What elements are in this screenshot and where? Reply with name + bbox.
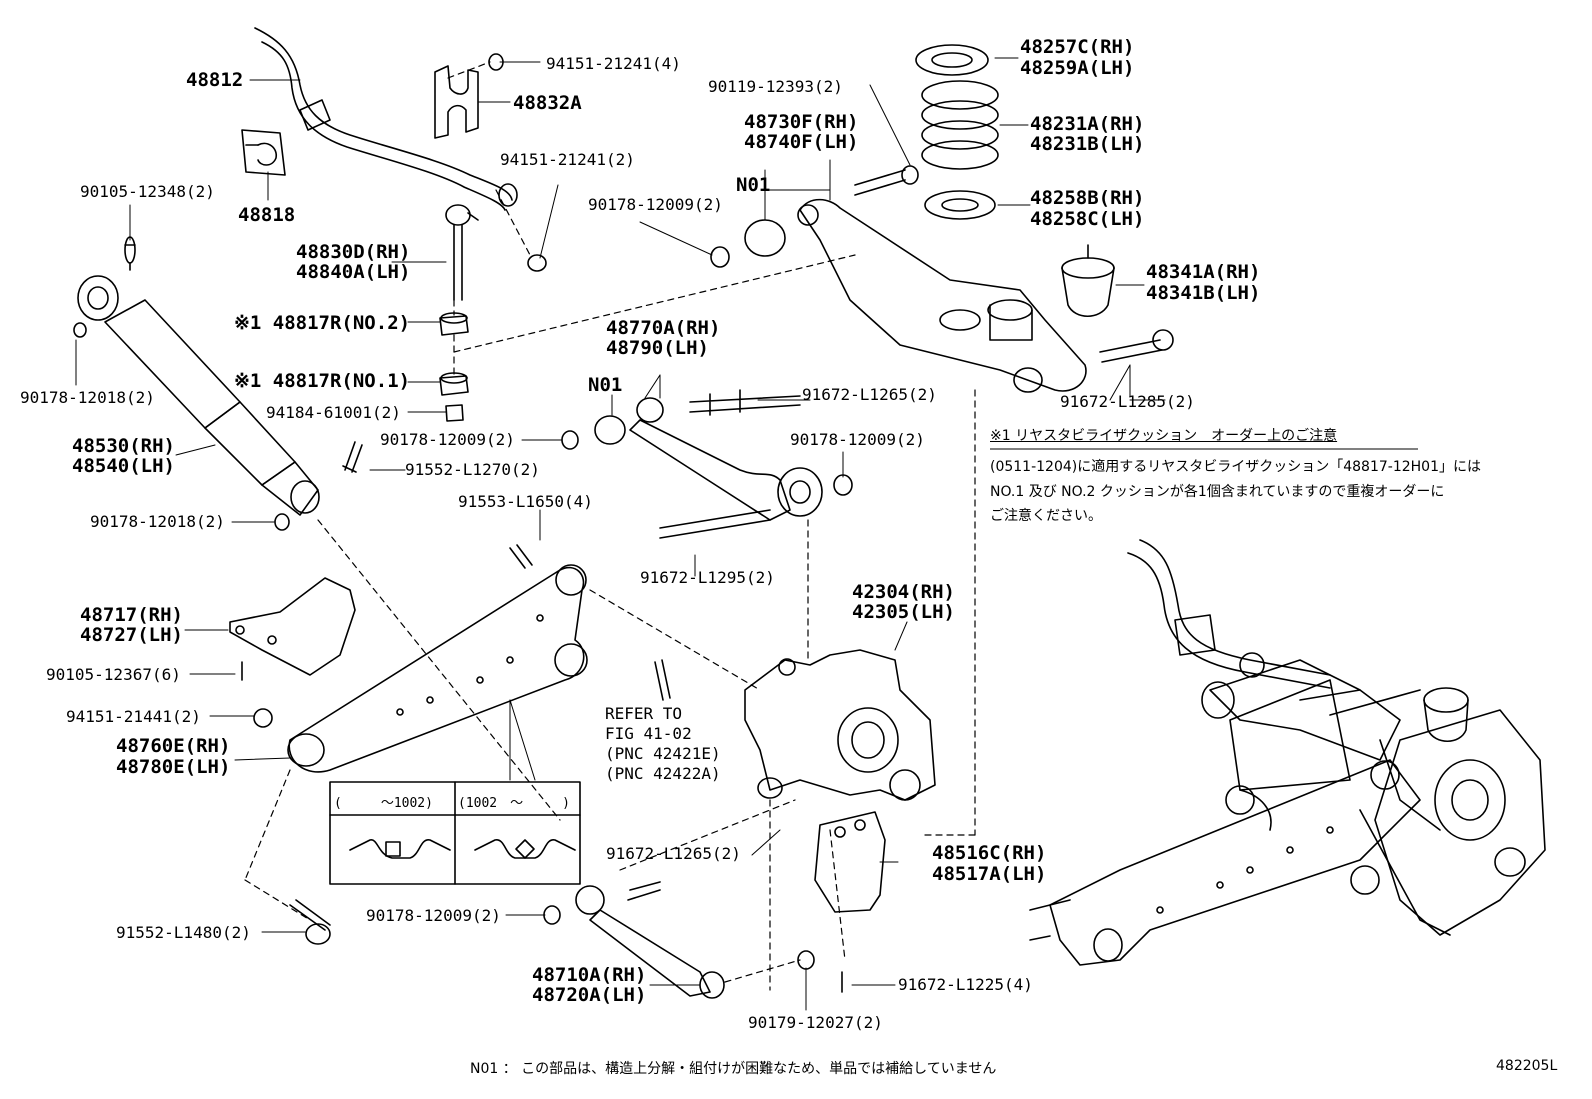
label-48341a: 48341A(RH) bbox=[1146, 261, 1261, 283]
label-90105-12367: 90105-12367(6) bbox=[46, 665, 181, 684]
label-48717: 48717(RH) bbox=[80, 604, 183, 626]
rear-knuckle bbox=[654, 649, 936, 801]
stabilizer-bracket bbox=[434, 53, 504, 139]
label-48258c: 48258C(LH) bbox=[1030, 208, 1145, 230]
label-90178-12009-toe: 90178-12009(2) bbox=[366, 906, 501, 925]
label-48727: 48727(LH) bbox=[80, 624, 183, 646]
toe-control-link bbox=[289, 881, 725, 999]
label-94151-21241-4: 94151-21241(4) bbox=[546, 54, 681, 73]
label-48231b: 48231B(LH) bbox=[1030, 133, 1145, 155]
footer-n01-note: N01 ： この部品は、構造上分解・組付けが困難なため、単品では補給していません bbox=[470, 1061, 997, 1077]
label-48817r-no2: ※1 48817R(NO.2) bbox=[234, 312, 411, 334]
label-91553-l1650: 91553-L1650(4) bbox=[458, 492, 593, 511]
label-48720a: 48720A(LH) bbox=[532, 984, 647, 1006]
stabilizer-bushing bbox=[241, 129, 286, 176]
variant-table bbox=[329, 781, 581, 885]
note-line-1: (0511-1204)に適用するリヤスタビライザクッション「48817-12H0… bbox=[990, 459, 1481, 475]
label-48817r-no1: ※1 48817R(NO.1) bbox=[234, 370, 411, 392]
label-48540: 48540(LH) bbox=[72, 455, 175, 477]
label-48517a: 48517A(LH) bbox=[932, 863, 1047, 885]
bump-stopper bbox=[1061, 244, 1115, 318]
label-48710a: 48710A(RH) bbox=[532, 964, 647, 986]
label-91672-l1295: 91672-L1295(2) bbox=[640, 568, 775, 587]
label-48812: 48812 bbox=[186, 69, 244, 91]
label-48516c: 48516C(RH) bbox=[932, 842, 1047, 864]
note-line-3: ご注意ください。 bbox=[990, 508, 1102, 524]
note-line-2: NO.1 及び NO.2 クッションが各1個含まれていますので重複オーダーに bbox=[990, 484, 1445, 500]
label-48790: 48790(LH) bbox=[606, 337, 709, 359]
label-48832a: 48832A bbox=[513, 92, 582, 114]
coil-spring-assembly bbox=[915, 44, 999, 220]
label-94151-21241-2: 94151-21241(2) bbox=[500, 150, 635, 169]
stabilizer-cushions bbox=[439, 312, 469, 422]
alignment-lines bbox=[244, 61, 976, 991]
label-90119-12393: 90119-12393(2) bbox=[708, 77, 843, 96]
footer-diagram-code: 482205L bbox=[1496, 1058, 1558, 1074]
label-91552-l1480: 91552-L1480(2) bbox=[116, 923, 251, 942]
label-48780e: 48780E(LH) bbox=[116, 756, 231, 778]
label-48258b: 48258B(RH) bbox=[1030, 187, 1145, 209]
label-48730f: 48730F(RH) bbox=[744, 111, 859, 133]
label-90179-12027: 90179-12027(2) bbox=[748, 1013, 883, 1032]
label-90178-12009-shock: 90178-12009(2) bbox=[380, 430, 515, 449]
label-94151-21441: 94151-21441(2) bbox=[66, 707, 201, 726]
label-91552-l1270: 91552-L1270(2) bbox=[405, 460, 540, 479]
label-48770a: 48770A(RH) bbox=[606, 317, 721, 339]
knuckle-bracket bbox=[797, 811, 886, 993]
label-91672-l1265-lower: 91672-L1265(2) bbox=[606, 844, 741, 863]
label-48740f: 48740F(LH) bbox=[744, 131, 859, 153]
label-48259a: 48259A(LH) bbox=[1020, 57, 1135, 79]
lower-control-arm bbox=[287, 544, 588, 773]
label-48760e: 48760E(RH) bbox=[116, 735, 231, 757]
table-col1-header: ( ～1002) bbox=[334, 796, 433, 811]
leader-lines bbox=[75, 57, 1166, 1011]
label-91672-l1265-upper: 91672-L1265(2) bbox=[802, 385, 937, 404]
refer-line-2: FIG 41-02 bbox=[605, 724, 692, 743]
refer-line-4: (PNC 42422A) bbox=[605, 764, 721, 783]
upper-control-arm bbox=[629, 389, 853, 539]
note-title: ※1 リヤスタビライザクッション オーダー上のご注意 bbox=[990, 428, 1338, 444]
label-48530: 48530(RH) bbox=[72, 435, 175, 457]
label-48818: 48818 bbox=[238, 204, 296, 226]
label-n01-lower: N01 bbox=[588, 374, 623, 396]
label-90178-12009-upperarm: 90178-12009(2) bbox=[790, 430, 925, 449]
lower-arm-bracket bbox=[229, 577, 356, 728]
label-48830d: 48830D(RH) bbox=[296, 241, 411, 263]
label-90105-12348: 90105-12348(2) bbox=[80, 182, 215, 201]
label-48231a: 48231A(RH) bbox=[1030, 113, 1145, 135]
label-48840a: 48840A(LH) bbox=[296, 261, 411, 283]
label-48257c: 48257C(RH) bbox=[1020, 36, 1135, 58]
label-90178-12009-arm: 90178-12009(2) bbox=[588, 195, 723, 214]
assembled-suspension-view bbox=[1029, 539, 1546, 966]
label-n01-upper: N01 bbox=[736, 174, 771, 196]
refer-line-3: (PNC 42421E) bbox=[605, 744, 721, 763]
table-col2-header: (1002 ～ ) bbox=[458, 796, 570, 811]
label-48341b: 48341B(LH) bbox=[1146, 282, 1261, 304]
refer-line-1: REFER TO bbox=[605, 704, 683, 723]
label-90178-12018-upper: 90178-12018(2) bbox=[20, 388, 155, 407]
label-90178-12018-lower: 90178-12018(2) bbox=[90, 512, 225, 531]
label-94184-61001: 94184-61001(2) bbox=[266, 403, 401, 422]
label-91672-l1225: 91672-L1225(4) bbox=[898, 975, 1033, 994]
label-42304: 42304(RH) bbox=[852, 581, 955, 603]
label-91672-l1285: 91672-L1285(2) bbox=[1060, 392, 1195, 411]
stabilizer-link bbox=[445, 204, 547, 301]
label-42305: 42305(LH) bbox=[852, 601, 955, 623]
